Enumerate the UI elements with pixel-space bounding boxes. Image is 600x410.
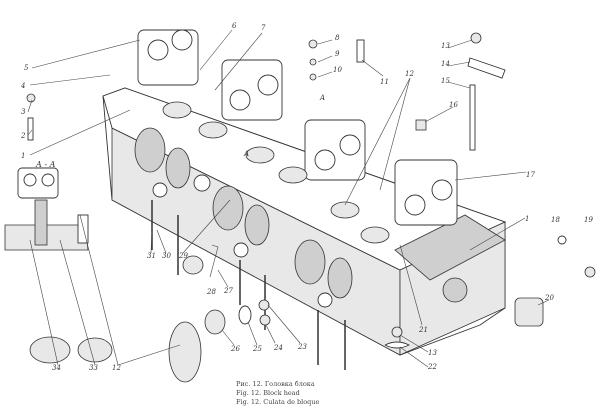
caption-es: Fig. 12. Culata de bloque (236, 398, 320, 406)
section-label: A - A (36, 160, 56, 169)
callout-16: 16 (449, 101, 458, 109)
section-mark-a-top: A (320, 94, 326, 102)
callout-7: 7 (261, 24, 266, 32)
callout-23: 23 (298, 343, 307, 351)
callout-12: 12 (405, 70, 414, 78)
callout-34: 34 (52, 364, 61, 372)
cylinder-head-block (102, 29, 507, 370)
callout-4: 4 (21, 82, 26, 90)
callout-17: 17 (526, 171, 535, 179)
callout-28: 28 (207, 288, 216, 296)
callout-5: 5 (24, 64, 29, 72)
callout-2: 2 (21, 132, 26, 140)
rocker-brackets (137, 29, 458, 226)
callout-13b: 13 (428, 349, 437, 357)
callout-22: 22 (428, 363, 437, 371)
callout-8: 8 (335, 34, 340, 42)
callout-11: 11 (380, 78, 389, 86)
callout-33: 33 (89, 364, 98, 372)
callout-32: 12 (112, 364, 121, 372)
caption-en: Fig. 12. Block head (236, 389, 300, 397)
section-view (4, 167, 89, 251)
caption-ru: Рис. 12. Головка блока (236, 380, 315, 388)
callout-26: 26 (231, 345, 240, 353)
callout-19: 19 (584, 216, 593, 224)
callout-9: 9 (335, 50, 340, 58)
callout-14: 14 (441, 60, 450, 68)
section-mark-a-bottom: A (244, 150, 250, 158)
callout-21: 21 (419, 326, 428, 334)
callout-10: 10 (333, 66, 342, 74)
callout-31: 31 (147, 252, 156, 260)
callout-18: 18 (551, 216, 560, 224)
callout-1b: 1 (525, 215, 530, 223)
callout-3: 3 (21, 108, 26, 116)
callout-24: 24 (274, 344, 283, 352)
valve-seats (162, 101, 390, 244)
callout-20: 20 (545, 294, 554, 302)
port-openings (134, 127, 468, 308)
loose-parts (26, 32, 596, 383)
callout-13: 13 (441, 42, 450, 50)
figure-caption: Рис. 12. Головка блока Fig. 12. Block he… (236, 380, 319, 407)
callout-6: 6 (232, 22, 237, 30)
callout-25: 25 (253, 345, 262, 353)
callout-30: 30 (162, 252, 171, 260)
callout-15: 15 (441, 77, 450, 85)
leader-lines (27, 29, 550, 368)
callout-29: 29 (179, 252, 188, 260)
callout-1: 1 (21, 152, 26, 160)
callout-27: 27 (224, 287, 233, 295)
